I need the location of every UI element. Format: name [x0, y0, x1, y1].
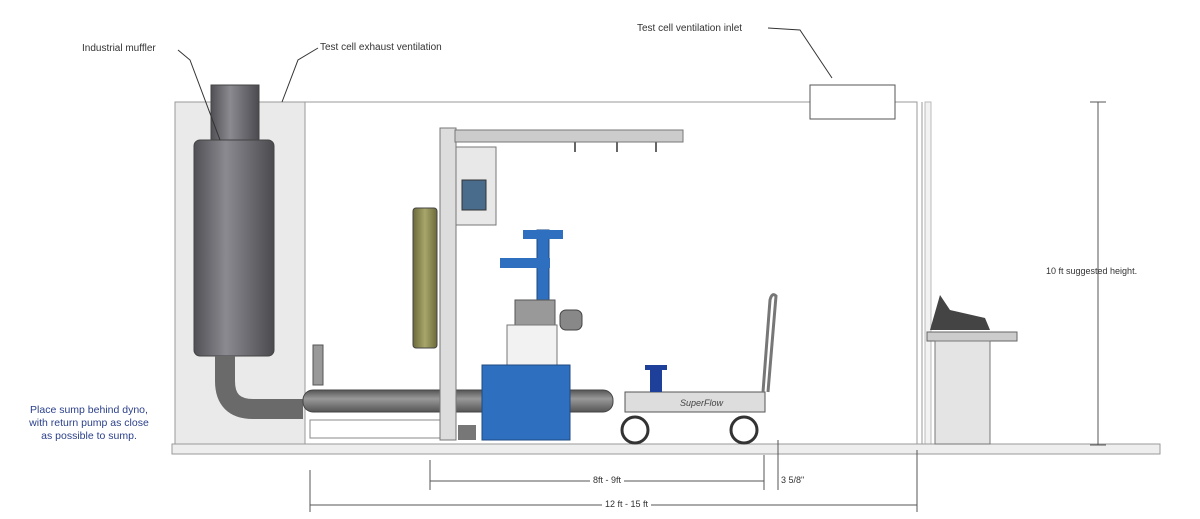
sump-note-line: Place sump behind dyno,: [30, 404, 148, 416]
sump-note-line: as possible to sump.: [41, 430, 137, 442]
sump-note: Place sump behind dyno, with return pump…: [14, 404, 164, 443]
dimension-gap: 3 5/8": [781, 475, 805, 485]
dimension-cart-length: 8ft - 9ft: [590, 475, 625, 485]
label-ventilation-inlet: Test cell ventilation inlet: [637, 23, 743, 34]
label-exhaust-ventilation: Test cell exhaust ventilation: [320, 42, 442, 53]
crane: [439, 127, 684, 441]
heat-exchanger: [412, 207, 438, 349]
ventilation-inlet: [809, 84, 896, 120]
label-suggested-height: 10 ft suggested height.: [1046, 266, 1138, 276]
dyno: [458, 229, 583, 441]
dimension-total-length: 12 ft - 15 ft: [602, 499, 652, 509]
cart-logo: SuperFlow: [680, 398, 724, 408]
control-console: [926, 295, 1018, 445]
cart: SuperFlow: [620, 293, 778, 445]
sump-note-line: with return pump as close: [29, 417, 149, 429]
industrial-muffler: [193, 84, 303, 419]
label-industrial-muffler: Industrial muffler: [82, 43, 156, 54]
